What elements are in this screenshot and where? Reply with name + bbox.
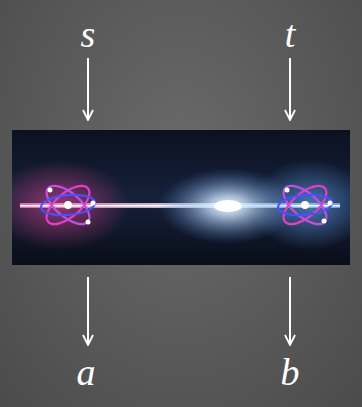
variable-label: t	[285, 15, 296, 53]
variable-label: s	[81, 15, 96, 53]
variable-label: a	[77, 353, 96, 391]
variable-label: b	[281, 353, 300, 391]
atom-picture	[12, 130, 350, 265]
